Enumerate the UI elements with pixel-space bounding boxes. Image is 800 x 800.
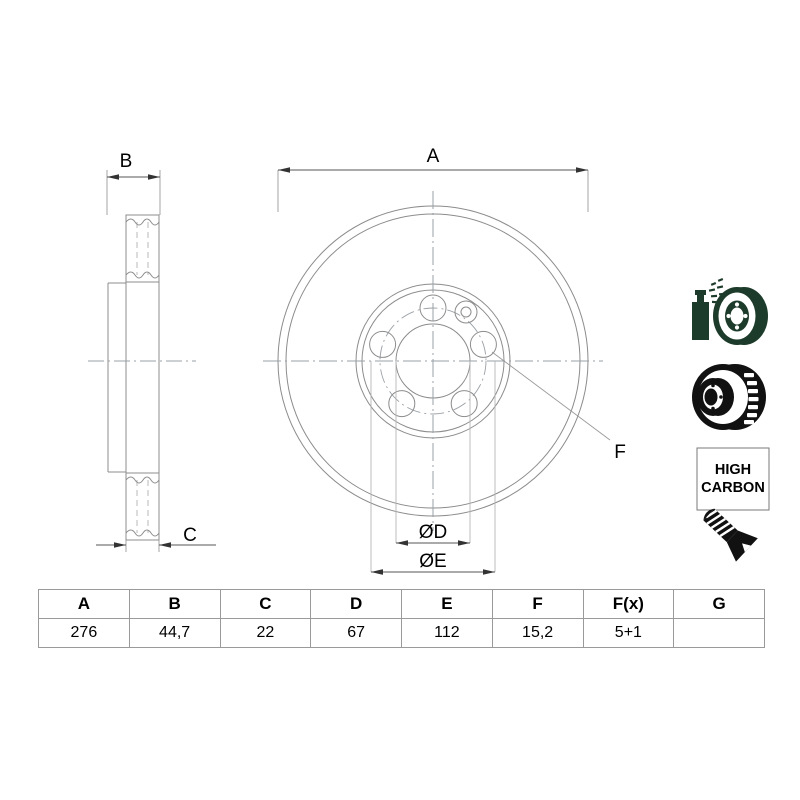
dimension-B <box>106 170 161 215</box>
countersunk-screw-icon <box>703 508 758 562</box>
header-cell-C: C <box>219 589 312 619</box>
dimension-table-header-row: A B C D E F F(x) G <box>38 589 765 619</box>
callout-F <box>491 351 611 441</box>
value-cell-D: 67 <box>310 618 402 648</box>
value-cell-Fx: 5+1 <box>582 618 675 648</box>
header-cell-G: G <box>673 589 765 619</box>
bolt-hole <box>450 390 478 418</box>
value-cell-F: 15,2 <box>491 618 584 648</box>
dimension-A-label: A <box>427 146 440 167</box>
side-view-friction-ring-top <box>125 214 160 283</box>
bolt-hole <box>388 390 416 418</box>
header-cell-Fx: F(x) <box>582 589 675 619</box>
dimension-B-label: B <box>120 151 133 172</box>
side-view-body <box>107 215 160 540</box>
dimension-C-label: C <box>183 525 197 546</box>
dimension-bolt-circle-label: ØE <box>419 551 446 572</box>
value-cell-E: 112 <box>401 618 493 648</box>
side-view-friction-ring-bottom <box>125 472 160 541</box>
dimension-table: A B C D E F F(x) G 276 44,7 22 67 112 15… <box>38 589 765 648</box>
high-carbon-line2: CARBON <box>701 480 765 496</box>
bolt-hole <box>369 330 397 358</box>
header-cell-D: D <box>310 589 402 619</box>
dimension-table-value-row: 276 44,7 22 67 112 15,2 5+1 <box>38 618 765 648</box>
header-cell-E: E <box>401 589 493 619</box>
locating-hole-outer <box>454 300 478 324</box>
high-carbon-badge <box>696 447 770 511</box>
value-cell-B: 44,7 <box>128 618 221 648</box>
dimension-A <box>277 167 589 212</box>
dimension-C <box>96 540 216 552</box>
front-view-extension-lines <box>370 361 496 572</box>
header-cell-F: F <box>491 589 584 619</box>
spray-coating-disc-icon <box>692 277 768 345</box>
front-view-center-lines <box>263 191 603 531</box>
callout-F-label: F <box>614 442 626 463</box>
locating-hole-inner <box>460 306 472 318</box>
value-cell-A: 276 <box>38 618 130 648</box>
header-cell-A: A <box>38 589 130 619</box>
value-cell-C: 22 <box>219 618 312 648</box>
value-cell-G <box>673 618 765 648</box>
vented-disc-icon <box>692 364 766 430</box>
dimension-bore-label: ØD <box>419 522 448 543</box>
header-cell-B: B <box>128 589 221 619</box>
high-carbon-line1: HIGH <box>715 462 751 478</box>
bolt-hole <box>469 330 497 358</box>
side-view <box>88 214 196 541</box>
